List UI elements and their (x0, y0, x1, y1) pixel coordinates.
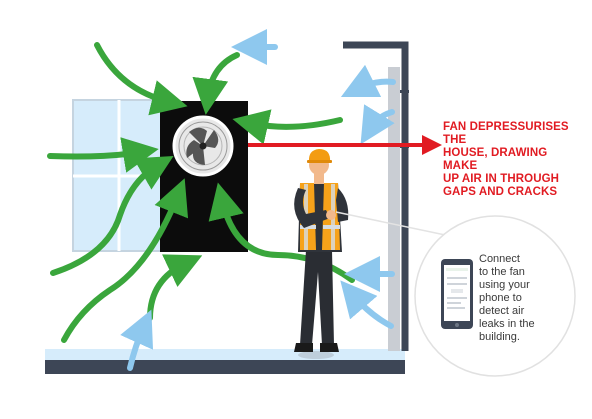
leak-arrow-upper-right (340, 64, 396, 98)
leak-arrows (120, 29, 396, 371)
inflow-arrow-top-center (192, 52, 240, 115)
inflow-arrow-top-left (94, 42, 188, 116)
worker (294, 149, 349, 359)
bubble-line: building. (479, 331, 520, 343)
leak-arrow-right-mid (360, 104, 395, 145)
inflow-arrow-right (232, 109, 343, 145)
bubble-line: detect air (479, 305, 525, 317)
bubble-line: leaks in the (479, 318, 535, 330)
window (72, 99, 166, 252)
bubble-line: phone to (479, 292, 522, 304)
fan-icon (172, 115, 234, 177)
bubble-line: using your (479, 279, 530, 291)
phone-icon (441, 259, 473, 329)
bubble-line: Connect (479, 253, 520, 265)
callout-pointer (335, 211, 451, 237)
fan-callout-text: FAN DEPRESSURISES THE HOUSE, DRAWING MAK… (443, 121, 583, 199)
info-bubble (414, 215, 576, 377)
leak-arrow-floor (120, 309, 154, 371)
inflow-arrow-left-window (47, 137, 159, 173)
inflow-arrow-bottom-center (147, 254, 203, 321)
callout-line: HOUSE, DRAWING MAKE (443, 147, 548, 172)
inflow-arrow-bottom-left (61, 178, 189, 343)
house-wall (343, 41, 409, 351)
bubble-text: Connect to the fan using your phone to d… (479, 253, 561, 344)
callout-line: UP AIR IN THROUGH (443, 173, 560, 185)
bubble-line: to the fan (479, 266, 525, 278)
leak-arrow-right-bottom (340, 280, 394, 329)
inflow-arrow-left-mid (50, 155, 174, 276)
floor (45, 349, 405, 374)
callout-line: GAPS AND CRACKS (443, 186, 558, 198)
callout-line: FAN DEPRESSURISES THE (443, 121, 569, 146)
